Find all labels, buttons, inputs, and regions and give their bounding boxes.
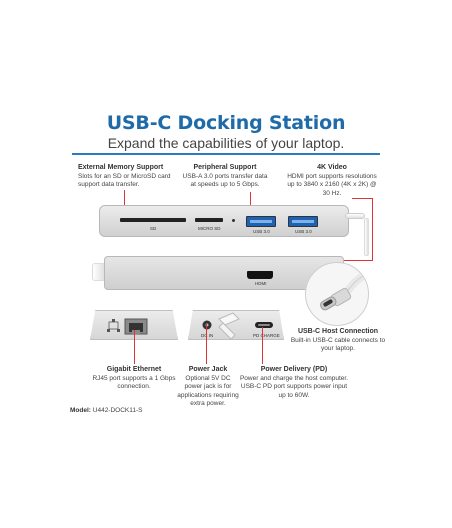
feature-memory-body: Slots for an SD or MicroSD card support … — [78, 172, 171, 189]
usb-port-2 — [288, 216, 318, 227]
leader-power-jack — [206, 324, 207, 364]
ethernet-port-icon — [107, 318, 148, 335]
feature-peripheral: Peripheral Support USB-A 3.0 ports trans… — [180, 164, 270, 190]
feature-host: USB-C Host Connection Built-in USB-C cab… — [288, 328, 388, 354]
usb-c-plug-icon — [320, 269, 368, 311]
leader-pd — [262, 327, 263, 364]
feature-memory-title: External Memory Support — [78, 164, 164, 171]
usb-c-cable — [345, 213, 365, 219]
leader-video-v — [372, 198, 373, 260]
page-title: USB-C Docking Station — [106, 112, 346, 134]
feature-pd: Power Delivery (PD) Power and charge the… — [238, 366, 350, 400]
feature-power-jack-body: Optional 5V DC power jack is for applica… — [177, 374, 239, 408]
feature-ethernet: Gigabit Ethernet RJ45 port supports a 1 … — [88, 366, 180, 392]
feature-peripheral-body: USB-A 3.0 ports transfer data at speeds … — [182, 172, 268, 189]
sd-label: SD — [150, 226, 157, 231]
feature-power-jack-title: Power Jack — [188, 366, 228, 373]
hdmi-port — [247, 271, 273, 279]
feature-video-title: 4K Video — [317, 164, 347, 171]
feature-pd-title: Power Delivery (PD) — [260, 366, 328, 373]
feature-pd-body: Power and charge the host computer. USB-… — [239, 374, 349, 399]
microsd-label: MICRO SD — [198, 226, 221, 231]
feature-video: 4K Video HDMI port supports resolutions … — [286, 164, 378, 198]
usb-c-cable-bend — [364, 218, 369, 256]
leader-memory-v — [124, 190, 125, 218]
microsd-slot — [195, 218, 223, 222]
usb-port-1 — [246, 216, 276, 227]
model-value: U442-DOCK11-S — [92, 407, 143, 414]
page-subtitle: Expand the capabilities of your laptop. — [107, 135, 345, 151]
leader-video-h — [352, 198, 372, 199]
feature-host-body: Built-in USB-C cable connects to your la… — [290, 336, 386, 353]
dock-hdmi-side: HDMI — [104, 256, 344, 290]
sd-slot — [120, 218, 186, 222]
power-panel: DC IN PD CHARGE — [188, 310, 284, 340]
feature-power-jack: Power Jack Optional 5V DC power jack is … — [176, 366, 240, 409]
usb-c-plug-detail — [305, 262, 369, 326]
title-divider — [72, 153, 380, 155]
usb-port-2-label: USB 3.0 — [295, 229, 312, 234]
feature-memory: External Memory Support Slots for an SD … — [78, 164, 178, 190]
dock-top-side: SD MICRO SD USB 3.0 USB 3.0 — [99, 205, 349, 237]
feature-ethernet-body: RJ45 port supports a 1 Gbps connection. — [92, 374, 176, 391]
usb-port-1-label: USB 3.0 — [253, 229, 270, 234]
dc-label: DC IN — [201, 333, 214, 338]
model-number: Model: U442-DOCK11-S — [70, 407, 143, 414]
feature-video-body: HDMI port supports resolutions up to 384… — [287, 172, 377, 197]
led-indicator — [232, 219, 235, 222]
hdmi-label: HDMI — [255, 281, 267, 286]
feature-ethernet-title: Gigabit Ethernet — [106, 366, 162, 373]
leader-peripheral-v — [250, 192, 251, 212]
model-label: Model: — [70, 407, 91, 414]
leader-ethernet — [134, 330, 135, 364]
power-ports-icon — [202, 312, 273, 340]
feature-host-title: USB-C Host Connection — [297, 328, 379, 335]
feature-peripheral-title: Peripheral Support — [193, 164, 257, 171]
pd-label: PD CHARGE — [253, 333, 280, 338]
